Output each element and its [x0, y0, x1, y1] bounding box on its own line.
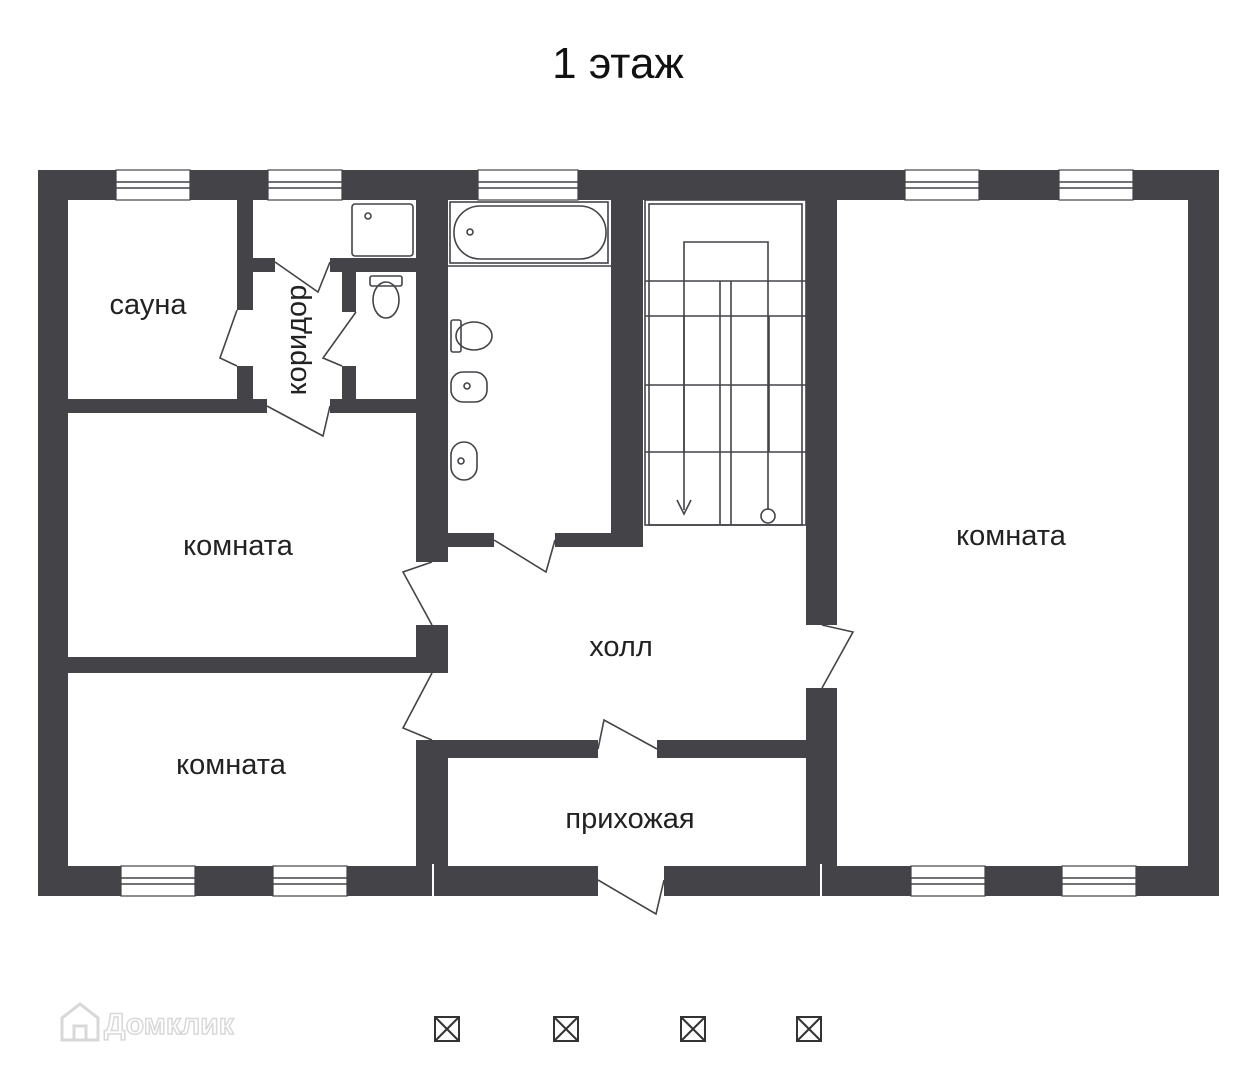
window [267, 169, 343, 201]
door [401, 672, 433, 741]
door [493, 539, 556, 574]
floor-title: 1 этаж [552, 39, 684, 88]
window [115, 169, 191, 201]
door [401, 561, 433, 626]
label-room-left-top: комната [183, 530, 294, 562]
door [821, 624, 855, 689]
staircase [644, 199, 807, 526]
watermark-text: Домклик [104, 1008, 235, 1041]
doors [219, 261, 855, 916]
label-sauna: сауна [110, 289, 188, 321]
label-hall: холл [589, 631, 653, 663]
window [1058, 169, 1134, 201]
window [910, 865, 986, 897]
door [321, 311, 357, 367]
crossed-box-icon [434, 1016, 460, 1042]
door [266, 405, 331, 438]
window [477, 169, 579, 201]
label-entrance: прихожая [565, 803, 694, 835]
door [597, 879, 665, 916]
sink [450, 441, 478, 481]
window [272, 865, 348, 897]
watermark: Домклик [60, 1002, 235, 1042]
crossed-box-icon [796, 1016, 822, 1042]
label-room-left-bottom: комната [176, 749, 287, 781]
label-room-right: комната [956, 520, 1067, 552]
crossed-box-icon [680, 1016, 706, 1042]
shower-tray [351, 203, 414, 257]
window [120, 865, 196, 897]
label-corridor: коридор [281, 285, 313, 396]
house-logo-icon [60, 1002, 100, 1042]
door [274, 261, 331, 294]
crossed-box-icon [553, 1016, 579, 1042]
windows [115, 169, 1137, 897]
bidet [450, 371, 488, 403]
door [597, 718, 658, 750]
door [219, 309, 238, 367]
toilet [450, 319, 493, 353]
toilet-small [369, 275, 403, 319]
window [904, 169, 980, 201]
window [1061, 865, 1137, 897]
bathtub [449, 201, 609, 264]
